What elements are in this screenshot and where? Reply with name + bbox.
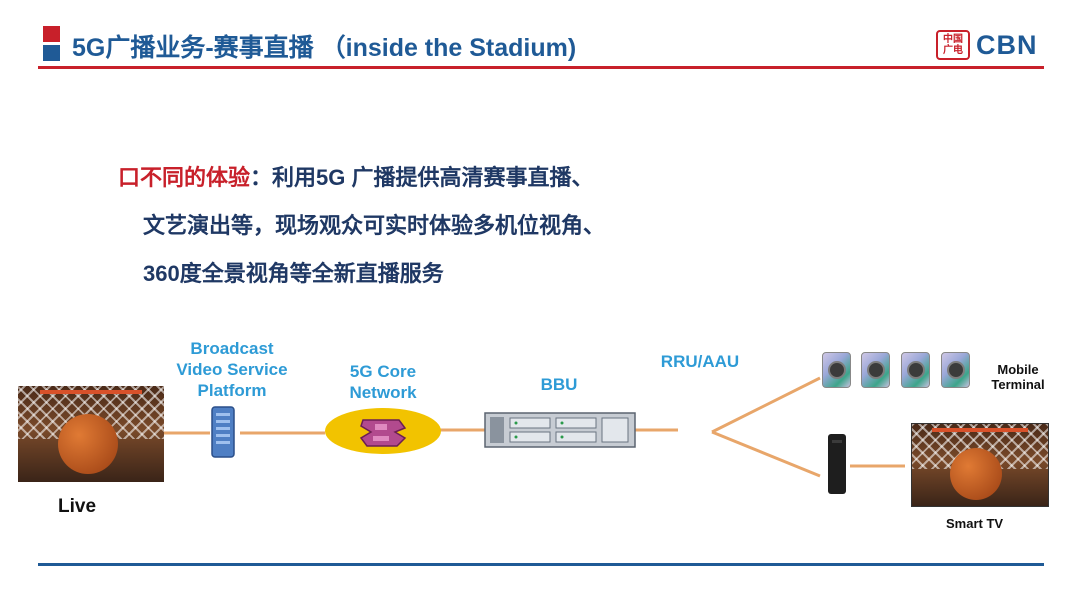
smart-tv-screen: [911, 423, 1049, 507]
bbu-label: BBU: [540, 375, 578, 394]
mobile-terminal-label: Mobile Terminal: [991, 362, 1045, 392]
header-mark-red: [43, 26, 60, 42]
cpe-router-icon: [828, 434, 846, 494]
bullet-heading: 不同的体验: [140, 165, 251, 190]
bullet-line-3: 360度全景视角等全新直播服务: [143, 261, 444, 286]
server-icon: [211, 406, 235, 458]
link-rru-cpe: [711, 430, 821, 478]
core-network-label: 5G Core Network: [349, 362, 417, 402]
cbn-logo-text: CBN: [976, 29, 1038, 60]
slide-title: 5G广播业务-赛事直播 （inside the Stadium): [72, 34, 577, 62]
bullet-line-2: 文艺演出等，现场观众可实时体验多机位视角、: [143, 213, 606, 238]
platform-label: Broadcast Video Service Platform: [176, 339, 288, 400]
core-network-icon: [325, 408, 441, 454]
header-mark-blue: [43, 45, 60, 61]
link-rru-mobile: [711, 376, 821, 434]
mobile-phone-icon: [941, 352, 970, 388]
mobile-phone-icon: [901, 352, 930, 388]
bullet-line-1-text: ：利用5G 广播提供高清赛事直播、: [250, 165, 594, 190]
live-label: Live: [58, 496, 97, 517]
cbn-logo-badge: 中国广电: [936, 30, 970, 60]
bullet-line-1: 口不同的体验：利用5G 广播提供高清赛事直播、: [118, 160, 594, 192]
rru-aau-label: RRU/AAU: [660, 352, 740, 371]
bullet-marker: 口: [118, 165, 141, 190]
smart-tv-label: Smart TV: [946, 516, 1004, 531]
header-divider: [38, 66, 1044, 69]
mobile-phone-icon: [822, 352, 851, 388]
bbu-icon: [484, 412, 636, 448]
footer-divider: [38, 563, 1044, 566]
mobile-phone-icon: [861, 352, 890, 388]
live-photo: [18, 386, 164, 482]
cbn-logo: 中国广电 CBN: [936, 30, 1038, 60]
